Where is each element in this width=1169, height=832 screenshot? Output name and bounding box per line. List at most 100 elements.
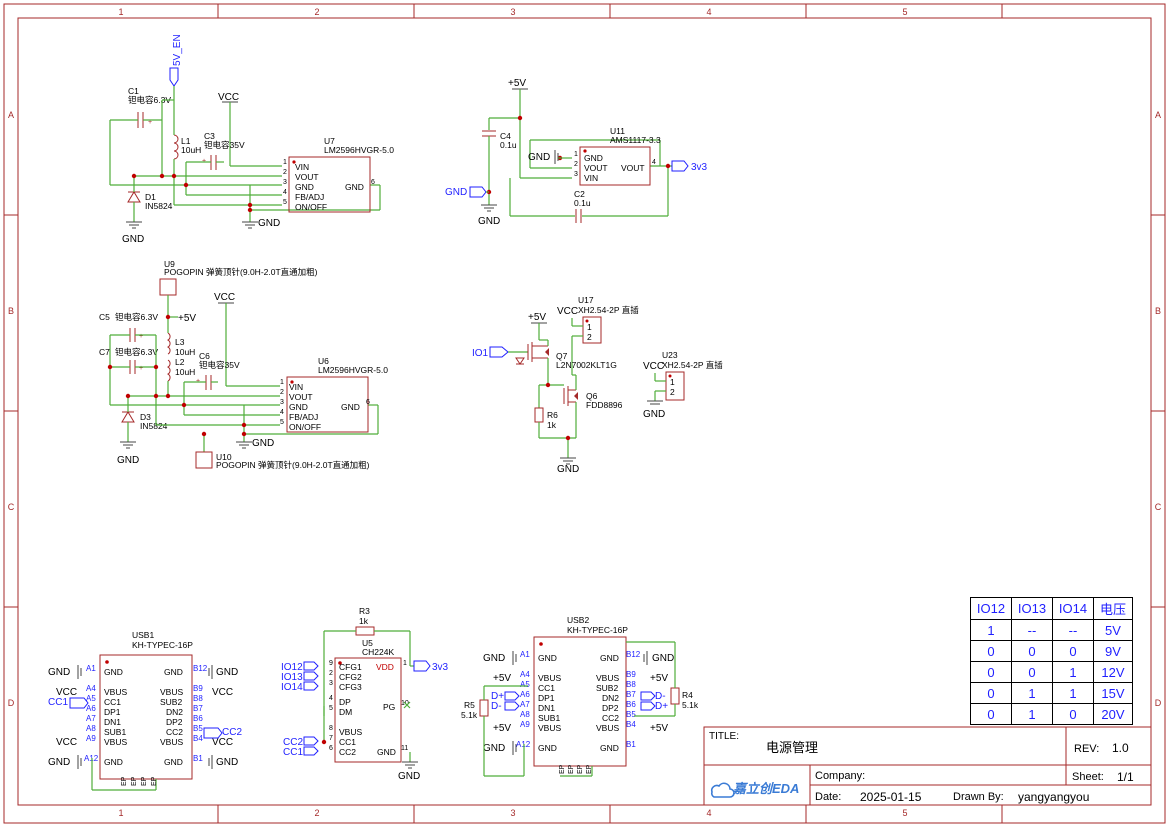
- usb2-rnum-3: B7: [626, 690, 636, 699]
- usb2-dm-left-flag[interactable]: [504, 701, 520, 711]
- u5-io13-flag[interactable]: [303, 671, 319, 681]
- usb2-rnum-6: B4: [626, 720, 636, 729]
- l1-ref: L1: [181, 136, 191, 146]
- q6-mosfet[interactable]: [563, 386, 578, 406]
- table-header-io12: IO12: [970, 597, 1012, 620]
- u5-pinnum-4: 4: [329, 695, 333, 702]
- usb1-rpin-7: GND: [164, 757, 183, 767]
- frame-col-4-bottom: 4: [706, 808, 711, 818]
- gnd-symbol-u23: [647, 400, 663, 405]
- table-cell: 20V: [1093, 703, 1133, 725]
- vcc-label-u23: VCC: [643, 361, 664, 372]
- u9-pogopin[interactable]: [159, 278, 177, 296]
- u10-value: POGOPIN 弹簧顶针(9.0H-2.0T直通加粗): [216, 460, 370, 470]
- drawn-by-label: Drawn By:: [953, 791, 1004, 803]
- c4-ref: C4: [500, 131, 511, 141]
- d3-diode[interactable]: [121, 411, 135, 423]
- u7-ic[interactable]: [288, 156, 371, 213]
- table-cell: 15V: [1093, 682, 1133, 704]
- u6-pinnum-4: 4: [280, 409, 284, 416]
- usb2-dm-right-flag[interactable]: [640, 691, 656, 701]
- usb2-connector[interactable]: [533, 636, 627, 767]
- l1-value: 10uH: [181, 145, 201, 155]
- usb1-lnum-1: A4: [86, 684, 96, 693]
- title-block: TITLE: 电源管理 REV: 1.0 Company: Sheet: 1/1…: [703, 726, 1152, 806]
- block-u11-ldo: +5V C4 0.1u C2 0.1u U11 AMS1117-3: [445, 78, 708, 227]
- r3-resistor[interactable]: [355, 626, 375, 636]
- v5-label-mos: +5V: [528, 312, 546, 323]
- l2-inductor[interactable]: [166, 359, 171, 382]
- c4-capacitor[interactable]: [482, 130, 496, 137]
- usb2-net-dm-b7: D-: [655, 691, 666, 702]
- r5-resistor[interactable]: [479, 699, 489, 717]
- usb1-rnum-5: B5: [193, 724, 203, 733]
- usb1-cc1-flag[interactable]: [69, 697, 89, 709]
- usb1-cc2-flag[interactable]: [203, 727, 223, 739]
- frame-col-5-bottom: 5: [902, 808, 907, 818]
- u5-io12-flag[interactable]: [303, 661, 319, 671]
- u23-connector[interactable]: [665, 371, 685, 401]
- c3-value: 钽电容35V: [204, 140, 245, 150]
- usb2-ep-2: EP: [568, 764, 575, 774]
- u5-value: CH224K: [362, 647, 394, 657]
- l1-inductor[interactable]: [173, 134, 179, 160]
- table-cell: 0: [1011, 640, 1053, 662]
- l3-inductor[interactable]: [166, 332, 171, 355]
- d1-diode[interactable]: [127, 191, 141, 203]
- usb2-lpin-3: DP1: [538, 693, 555, 703]
- u5-cc2-flag[interactable]: [303, 736, 319, 746]
- u23-pin2: 2: [670, 387, 675, 397]
- u5-pin-pg: PG: [383, 702, 395, 712]
- c2-capacitor[interactable]: [575, 209, 582, 223]
- u6-pinnum-1: 1: [280, 379, 284, 386]
- usb1-connector[interactable]: [99, 654, 193, 780]
- u10-pogopin[interactable]: [195, 451, 213, 469]
- usb1-lpin-7: GND: [104, 757, 123, 767]
- r6-value: 1k: [547, 420, 557, 430]
- u5-net-3v3: 3v3: [432, 662, 449, 673]
- u11-ic[interactable]: [579, 146, 651, 186]
- net-5v-en-flag[interactable]: [169, 67, 179, 87]
- q7-mosfet[interactable]: [515, 342, 549, 365]
- svg-text:+: +: [148, 119, 152, 126]
- net-3v3-flag[interactable]: [671, 160, 689, 172]
- vcc-label-u17: VCC: [557, 306, 578, 317]
- r6-resistor[interactable]: [534, 407, 544, 423]
- u6-ic[interactable]: [286, 376, 369, 433]
- usb1-rnum-4: B6: [193, 714, 203, 723]
- gnd-net-flag[interactable]: [469, 186, 487, 198]
- u7-pinnum-2: 2: [283, 169, 287, 176]
- frame-row-a-right: A: [1155, 110, 1161, 120]
- usb2-rnum-7: B1: [626, 740, 636, 749]
- u10-ref: U10: [216, 452, 232, 462]
- u5-cc1-flag[interactable]: [303, 746, 319, 756]
- u23-value: XH2.54-2P 直插: [662, 360, 723, 370]
- gnd-symbol-3: [120, 441, 136, 449]
- r4-resistor[interactable]: [670, 687, 680, 705]
- usb2-lnum-0: A1: [520, 650, 530, 659]
- l2-value: 10uH: [175, 367, 195, 377]
- usb2-net-dm-a7: D-: [491, 701, 502, 712]
- usb2-dp-left-flag[interactable]: [504, 691, 520, 701]
- u7-ref: U7: [324, 136, 335, 146]
- u7-pinnum-4: 4: [283, 189, 287, 196]
- u5-3v3-flag[interactable]: [413, 660, 431, 672]
- usb2-rpin-6: VBUS: [596, 723, 619, 733]
- usb1-ep-2: EP: [131, 776, 138, 786]
- gnd-label-u5: GND: [398, 771, 420, 782]
- u6-pinnum-2: 2: [280, 389, 284, 396]
- u5-ic[interactable]: [334, 657, 402, 763]
- usb1-lnum-4: A7: [86, 714, 96, 723]
- table-cell: 5V: [1093, 619, 1133, 641]
- usb2-lnum-5: A8: [520, 710, 530, 719]
- u5-io14-flag[interactable]: [303, 681, 319, 691]
- usb2-lnum-4: A7: [520, 700, 530, 709]
- usb2-dp-right-flag[interactable]: [640, 701, 656, 711]
- usb1-rnum-3: B7: [193, 704, 203, 713]
- r6-ref: R6: [547, 410, 558, 420]
- u17-connector[interactable]: [582, 316, 602, 344]
- table-cell: --: [1052, 619, 1094, 641]
- io1-flag[interactable]: [489, 346, 509, 358]
- usb1-net-vcc-b4: VCC: [212, 737, 233, 748]
- u11-value: AMS1117-3.3: [610, 135, 661, 145]
